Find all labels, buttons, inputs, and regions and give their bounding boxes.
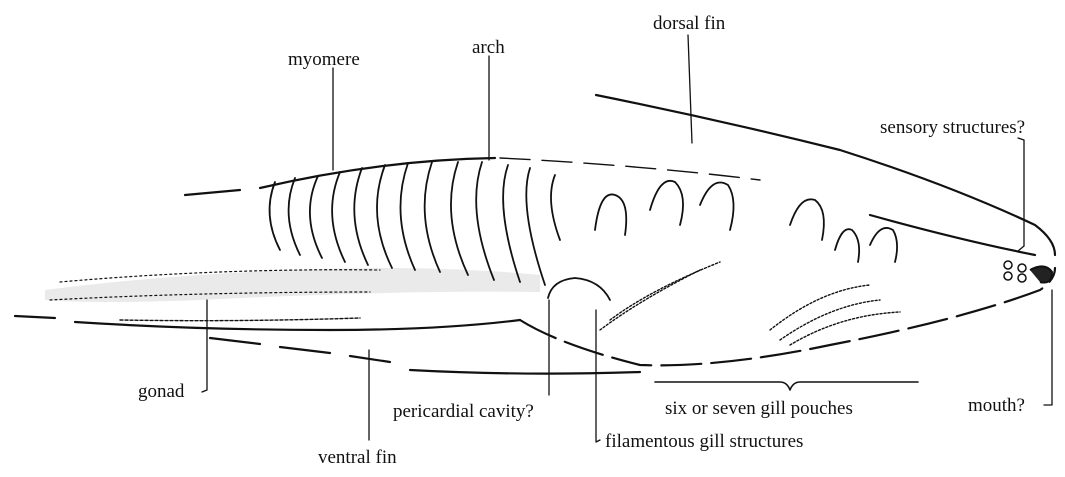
label-arch: arch [472, 38, 505, 57]
gonad-leader [202, 300, 207, 392]
gill-structures [600, 262, 900, 345]
leader-lines [202, 35, 1052, 442]
body-outline [15, 95, 1055, 390]
label-gonad: gonad [138, 382, 184, 401]
label-sensory-structures: sensory structures? [880, 118, 1025, 137]
label-filamentous-gill: filamentous gill structures [605, 432, 803, 451]
label-gill-pouches: six or seven gill pouches [665, 399, 853, 418]
gonad-band [45, 268, 540, 321]
label-ventral-fin: ventral fin [318, 448, 397, 467]
dorsal-fin-leader [688, 35, 692, 143]
mouth-leader [1044, 290, 1052, 405]
label-pericardial-cavity: pericardial cavity? [393, 402, 534, 421]
label-mouth: mouth? [968, 396, 1025, 415]
sensory-leader [1018, 138, 1024, 246]
label-dorsal-fin: dorsal fin [653, 14, 725, 33]
head-features [1004, 261, 1052, 283]
label-myomere: myomere [288, 50, 360, 69]
